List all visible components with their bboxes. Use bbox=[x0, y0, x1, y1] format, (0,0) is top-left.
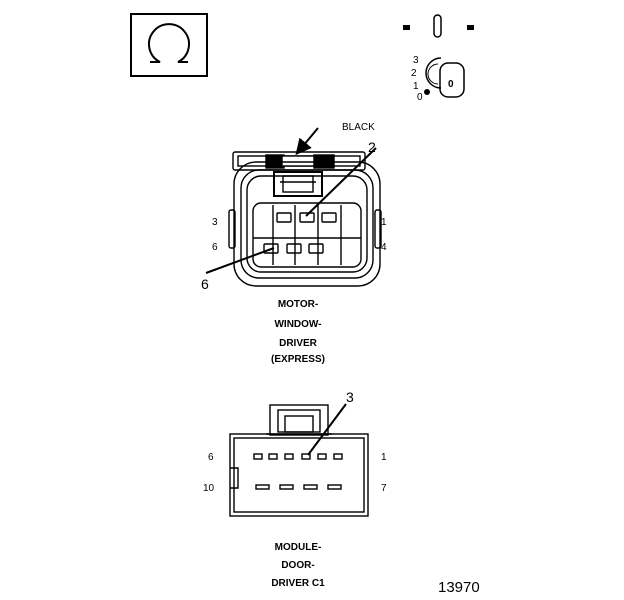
ignition-pos-0: 0 bbox=[417, 92, 423, 103]
callout-pin-2: 2 bbox=[368, 139, 376, 155]
pin-label-7: 7 bbox=[381, 483, 387, 494]
caption-line-4: (EXPRESS) bbox=[271, 354, 325, 365]
caption2-line-1: MODULE- bbox=[275, 542, 322, 553]
ignition-pos-3: 3 bbox=[413, 55, 419, 66]
callout-pin-3: 3 bbox=[346, 389, 354, 405]
ignition-key-icon: 0 3 2 1 0 bbox=[403, 14, 474, 103]
pin-label-4: 4 bbox=[381, 242, 387, 253]
pin-label-10: 10 bbox=[203, 483, 215, 494]
pin-label-6: 6 bbox=[212, 242, 218, 253]
caption-line-1: MOTOR- bbox=[278, 299, 318, 310]
caption-line-2: WINDOW- bbox=[274, 319, 321, 330]
pin-label-1: 1 bbox=[381, 217, 387, 228]
caption2-line-2: DOOR- bbox=[281, 560, 314, 571]
pin-label-1b: 1 bbox=[381, 452, 387, 463]
ignition-pos-2: 2 bbox=[411, 68, 417, 79]
motor-window-driver-connector bbox=[205, 127, 382, 287]
ohmmeter-icon bbox=[130, 13, 208, 77]
caption-line-3: DRIVER bbox=[279, 338, 318, 349]
pin-label-6b: 6 bbox=[208, 452, 214, 463]
callout-black: BLACK bbox=[342, 122, 375, 133]
callout-pin-6: 6 bbox=[201, 276, 209, 292]
caption2-line-3: DRIVER C1 bbox=[271, 578, 325, 589]
pin-label-3: 3 bbox=[212, 217, 218, 228]
module-door-driver-connector bbox=[229, 403, 369, 517]
figure-number: 13970 bbox=[438, 579, 480, 596]
ignition-key-label: 0 bbox=[448, 79, 454, 90]
ignition-pos-1: 1 bbox=[413, 81, 419, 92]
